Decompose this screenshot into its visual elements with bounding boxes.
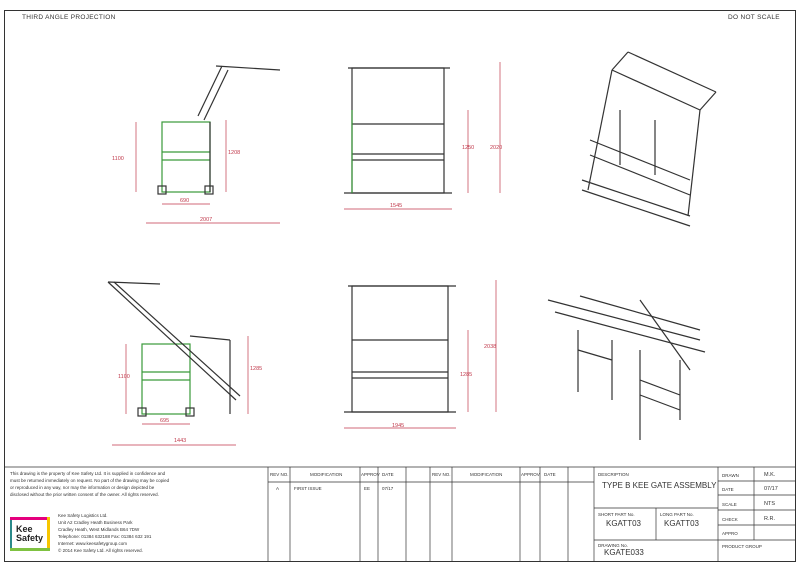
drawn-label: DRAWN <box>722 473 739 478</box>
company-web: Internet: www.keesafetygroup.com <box>58 541 128 546</box>
gate-frame-front-2 <box>351 285 449 413</box>
gate-frame-side-2 <box>141 343 191 415</box>
dim-v1-w-inner: 690 <box>180 198 190 204</box>
approv-label: APPRO <box>722 531 738 536</box>
rev-header-3: APPROV <box>361 472 380 477</box>
dim-v2-h-total: 2020 <box>490 145 503 151</box>
date-label: DATE <box>722 487 734 492</box>
rev-header-1: REV NO. <box>270 472 289 477</box>
dim-v4-h-right: 1285 <box>250 366 263 372</box>
disclaimer-text: This drawing is the property of Kee Safe… <box>10 471 170 497</box>
rev-header-2: MODIFICATION <box>310 472 343 477</box>
company-phone: Telephone: 01384 632188 Fax: 01384 632 1… <box>58 534 152 539</box>
dim-v1-h-right: 1208 <box>228 150 241 156</box>
dim-v2-h-inner: 1250 <box>462 145 475 151</box>
drawing-frame <box>4 10 796 562</box>
rev-header-8: DATE <box>544 472 556 477</box>
gate-frame-side <box>161 121 211 193</box>
dim-v1-w-total: 2007 <box>200 217 213 223</box>
rev-row-approv: EE <box>364 486 371 491</box>
long-part-value: KGATT03 <box>664 519 699 528</box>
company-address-2: Cradley Heath, West Midlands B64 7DW <box>58 527 140 532</box>
description-value: TYPE B KEE GATE ASSEMBLY <box>602 481 717 490</box>
view-side-top <box>157 51 717 227</box>
company-copyright: © 2014 Kee Safety Ltd. All rights reserv… <box>58 548 143 553</box>
rev-row-date: 07/17 <box>382 486 394 491</box>
dim-v4-w-total: 1443 <box>174 438 187 444</box>
short-part-label: SHORT PART No. <box>598 512 635 517</box>
dimension-lines <box>112 62 501 446</box>
product-group-label: PRODUCT GROUP <box>722 544 762 549</box>
dim-v1-h-left: 1100 <box>112 156 124 162</box>
description-label: DESCRIPTION <box>598 472 629 477</box>
dim-v5-h-total: 2038 <box>484 344 497 350</box>
view-side-bottom <box>107 281 706 440</box>
drawing-no-label: DRAWING No. <box>598 543 628 548</box>
company-name: Kee Safety Logistics Ltd. <box>58 513 108 518</box>
gate-frame-front <box>351 67 445 194</box>
rev-row-mod: FIRST ISSUE <box>294 486 322 491</box>
company-address-1: Unit A2 Cradley Heath Business Park <box>58 520 133 525</box>
date-value: 07/17 <box>764 486 778 492</box>
dim-v5-h-inner: 1285 <box>460 372 473 378</box>
title-block-grid <box>4 466 796 562</box>
rev-row-rev: A <box>276 486 280 491</box>
check-value: R.R. <box>764 516 775 522</box>
check-label: CHECK <box>722 517 738 522</box>
dim-v5-w: 1945 <box>392 423 405 429</box>
projection-label: THIRD ANGLE PROJECTION <box>22 14 116 21</box>
scale-label: SCALE <box>722 502 737 507</box>
rev-header-7: APPROV <box>521 472 540 477</box>
long-part-label: LONG PART No. <box>660 512 694 517</box>
drawn-value: M.K. <box>764 472 776 478</box>
dim-v4-w-inner: 695 <box>160 418 170 424</box>
rev-header-4: DATE <box>382 472 394 477</box>
scale-value: NTS <box>764 501 775 507</box>
drawing-no-value: KGATE033 <box>604 548 644 557</box>
dim-v2-w: 1545 <box>390 203 403 209</box>
rev-header-5: REV NO. <box>432 472 451 477</box>
dim-v4-h-left: 1100 <box>118 374 130 380</box>
scale-note: DO NOT SCALE <box>728 14 780 21</box>
short-part-value: KGATT03 <box>606 519 641 528</box>
rev-header-6: MODIFICATION <box>470 472 503 477</box>
